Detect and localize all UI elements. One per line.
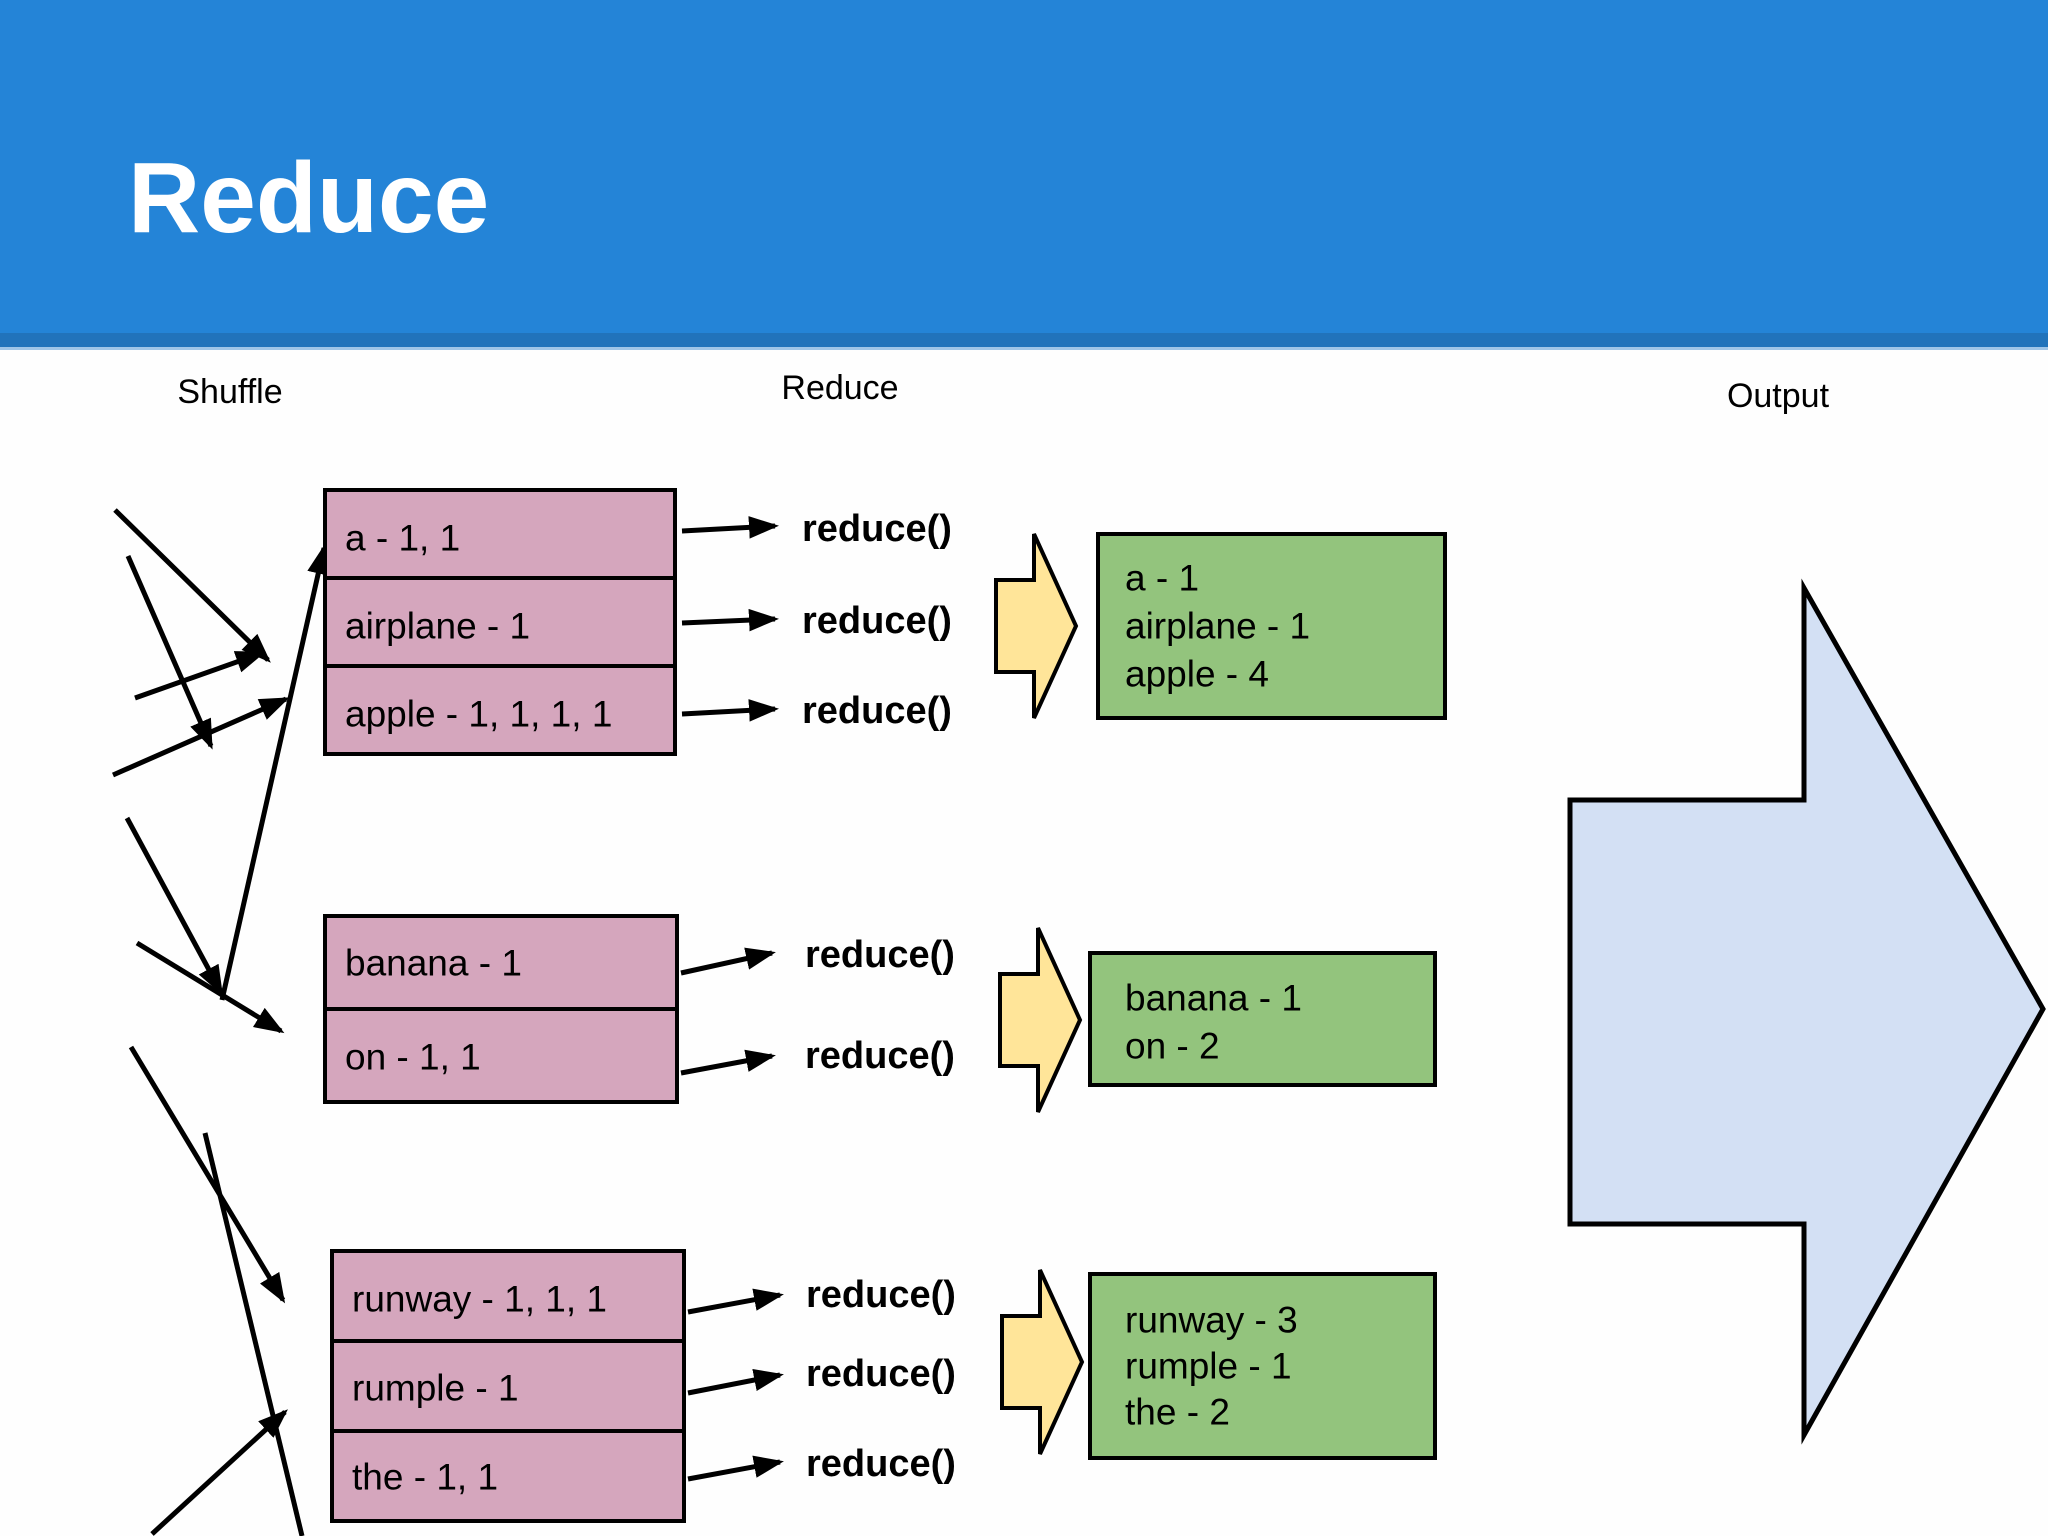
shuffle-arrow [134, 650, 266, 701]
shuffle-arrow [111, 696, 290, 778]
column-label-shuffle: Shuffle [177, 373, 282, 411]
output-box-line: the - 2 [1125, 1392, 1230, 1433]
reduce-call-label: reduce() [806, 1274, 956, 1316]
reduce-call-label: reduce() [802, 690, 952, 732]
header-bar [0, 0, 2048, 333]
reduce-arrow [680, 1049, 776, 1076]
reduce-arrow [687, 1455, 784, 1482]
output-box-line: banana - 1 [1125, 978, 1302, 1019]
output-box-line: apple - 4 [1125, 654, 1269, 695]
column-label-output: Output [1727, 377, 1830, 415]
reduce-call-label: reduce() [802, 600, 952, 642]
shuffle-row-label: on - 1, 1 [345, 1037, 481, 1078]
output-box [1088, 1272, 1437, 1460]
shuffle-row-box [323, 488, 677, 580]
shuffle-arrow [150, 1409, 288, 1536]
reduce-call-label: reduce() [806, 1443, 956, 1485]
reduce-call-label: reduce() [802, 508, 952, 550]
shuffle-arrow [219, 544, 330, 1001]
shuffle-row-box [330, 1429, 686, 1523]
shuffle-row-label: runway - 1, 1, 1 [352, 1279, 607, 1320]
output-arrow-icon [1567, 578, 2046, 1445]
reduce-arrow [687, 1288, 784, 1315]
reduce-arrow [681, 516, 779, 539]
shuffle-row-box [323, 664, 677, 756]
output-box [1096, 532, 1447, 720]
reduce-arrow [687, 1368, 784, 1396]
reduce-arrow [681, 699, 779, 722]
shuffle-arrow [128, 1045, 286, 1304]
shuffle-line [202, 1132, 305, 1536]
shuffle-row-box [323, 1007, 679, 1104]
output-box-line: airplane - 1 [1125, 606, 1310, 647]
output-box-line: rumple - 1 [1125, 1346, 1292, 1387]
shuffle-row-label: the - 1, 1 [352, 1457, 498, 1498]
reduce-arrow [680, 947, 776, 976]
shuffle-arrow [124, 816, 224, 996]
column-label-reduce: Reduce [781, 369, 898, 407]
shuffle-arrow [125, 554, 214, 750]
reduce-call-label: reduce() [805, 934, 955, 976]
shuffle-arrow [135, 940, 285, 1034]
shuffle-arrow [113, 508, 271, 663]
output-box-line: runway - 3 [1125, 1300, 1298, 1341]
header-accent-band [0, 333, 2048, 347]
reduce-call-label: reduce() [805, 1035, 955, 1077]
shuffle-row-label: banana - 1 [345, 943, 522, 984]
output-box-line: on - 2 [1125, 1026, 1220, 1067]
shuffle-row-label: airplane - 1 [345, 606, 530, 647]
merge-arrow-icon [998, 927, 1083, 1113]
header-accent-strip [0, 347, 2048, 350]
output-box [1088, 951, 1437, 1087]
shuffle-row-label: a - 1, 1 [345, 518, 460, 559]
merge-arrow-icon [994, 533, 1079, 719]
merge-arrow-icon [1000, 1269, 1085, 1455]
shuffle-row-box [330, 1249, 686, 1343]
shuffle-row-label: rumple - 1 [352, 1368, 519, 1409]
reduce-arrow [681, 608, 779, 632]
shuffle-row-label: apple - 1, 1, 1, 1 [345, 694, 612, 735]
shuffle-row-box [323, 914, 679, 1011]
reduce-call-label: reduce() [806, 1353, 956, 1395]
shuffle-row-box [330, 1339, 686, 1433]
output-box-line: a - 1 [1125, 558, 1199, 599]
slide-title: Reduce [128, 142, 489, 254]
